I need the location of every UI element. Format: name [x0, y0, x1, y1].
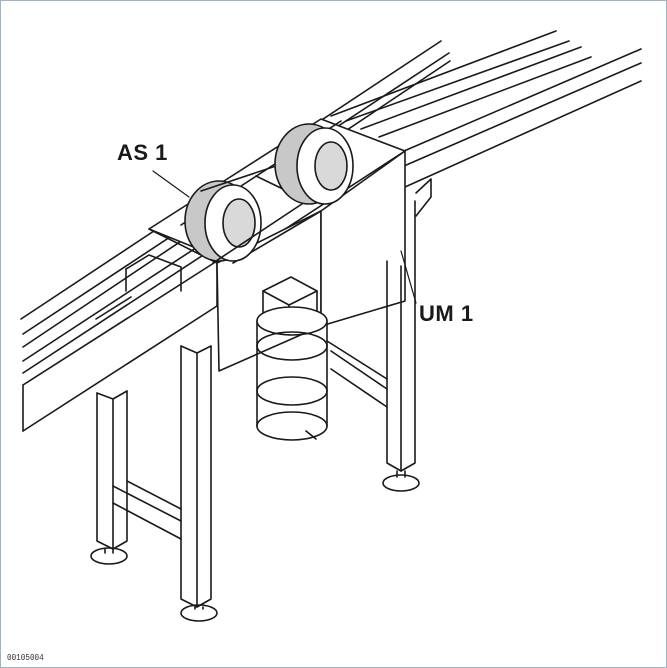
leader-lines — [152, 170, 417, 304]
callout-as1: AS 1 — [117, 140, 168, 165]
drive-disc-front — [184, 150, 330, 264]
right-conveyor-section — [330, 30, 642, 217]
callout-um1: UM 1 — [419, 301, 474, 326]
figure-number: 00105004 — [7, 653, 44, 663]
drive-disc-rear — [274, 123, 354, 205]
motor-unit — [256, 276, 328, 441]
support-frame — [90, 200, 420, 622]
